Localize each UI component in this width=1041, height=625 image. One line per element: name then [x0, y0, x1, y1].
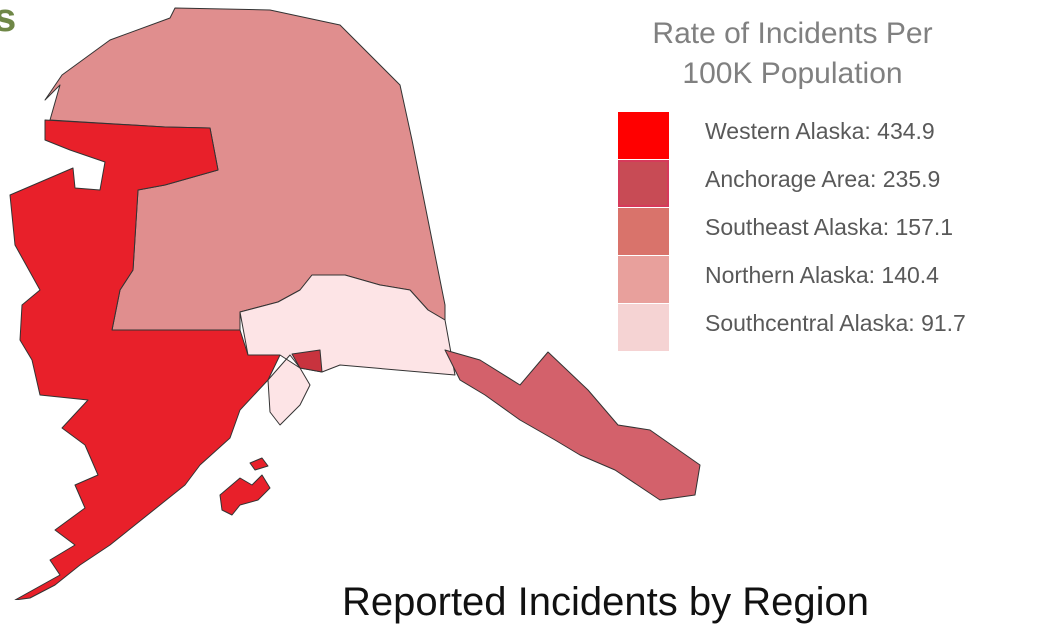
legend-item-southcentral: Southcentral Alaska: 91.7	[618, 302, 1038, 351]
alaska-region-map	[9, 7, 701, 600]
legend-label: Anchorage Area: 235.9	[705, 166, 941, 192]
map-title: Reported Incidents by Region	[342, 580, 869, 624]
legend-title-line1: Rate of Incidents Per	[652, 17, 933, 50]
legend-swatch	[618, 208, 669, 255]
legend-swatch	[618, 256, 669, 303]
legend-label: Southeast Alaska: 157.1	[705, 214, 954, 240]
legend-swatch	[618, 304, 669, 351]
region-western-alaska[interactable]	[9, 119, 281, 600]
region-southeast-alaska[interactable]	[444, 349, 701, 501]
legend-item-anchorage: Anchorage Area: 235.9	[618, 158, 1038, 207]
legend-label: Southcentral Alaska: 91.7	[705, 310, 966, 336]
region-western-alaska-islands	[219, 457, 271, 516]
legend-item-northern: Northern Alaska: 140.4	[618, 254, 1038, 303]
legend-label: Western Alaska: 434.9	[705, 118, 935, 144]
legend-item-southeast: Southeast Alaska: 157.1	[618, 206, 1038, 255]
legend-label: Northern Alaska: 140.4	[705, 262, 939, 288]
legend-title: Rate of Incidents Per 100K Population	[600, 14, 985, 94]
legend-item-western: Western Alaska: 434.9	[618, 110, 1038, 159]
legend-swatch	[618, 160, 669, 207]
legend-title-line2: 100K Population	[682, 57, 903, 90]
corner-title-fragment: s	[0, 0, 17, 40]
region-anchorage-area[interactable]	[291, 349, 323, 373]
legend-swatch	[618, 112, 669, 159]
